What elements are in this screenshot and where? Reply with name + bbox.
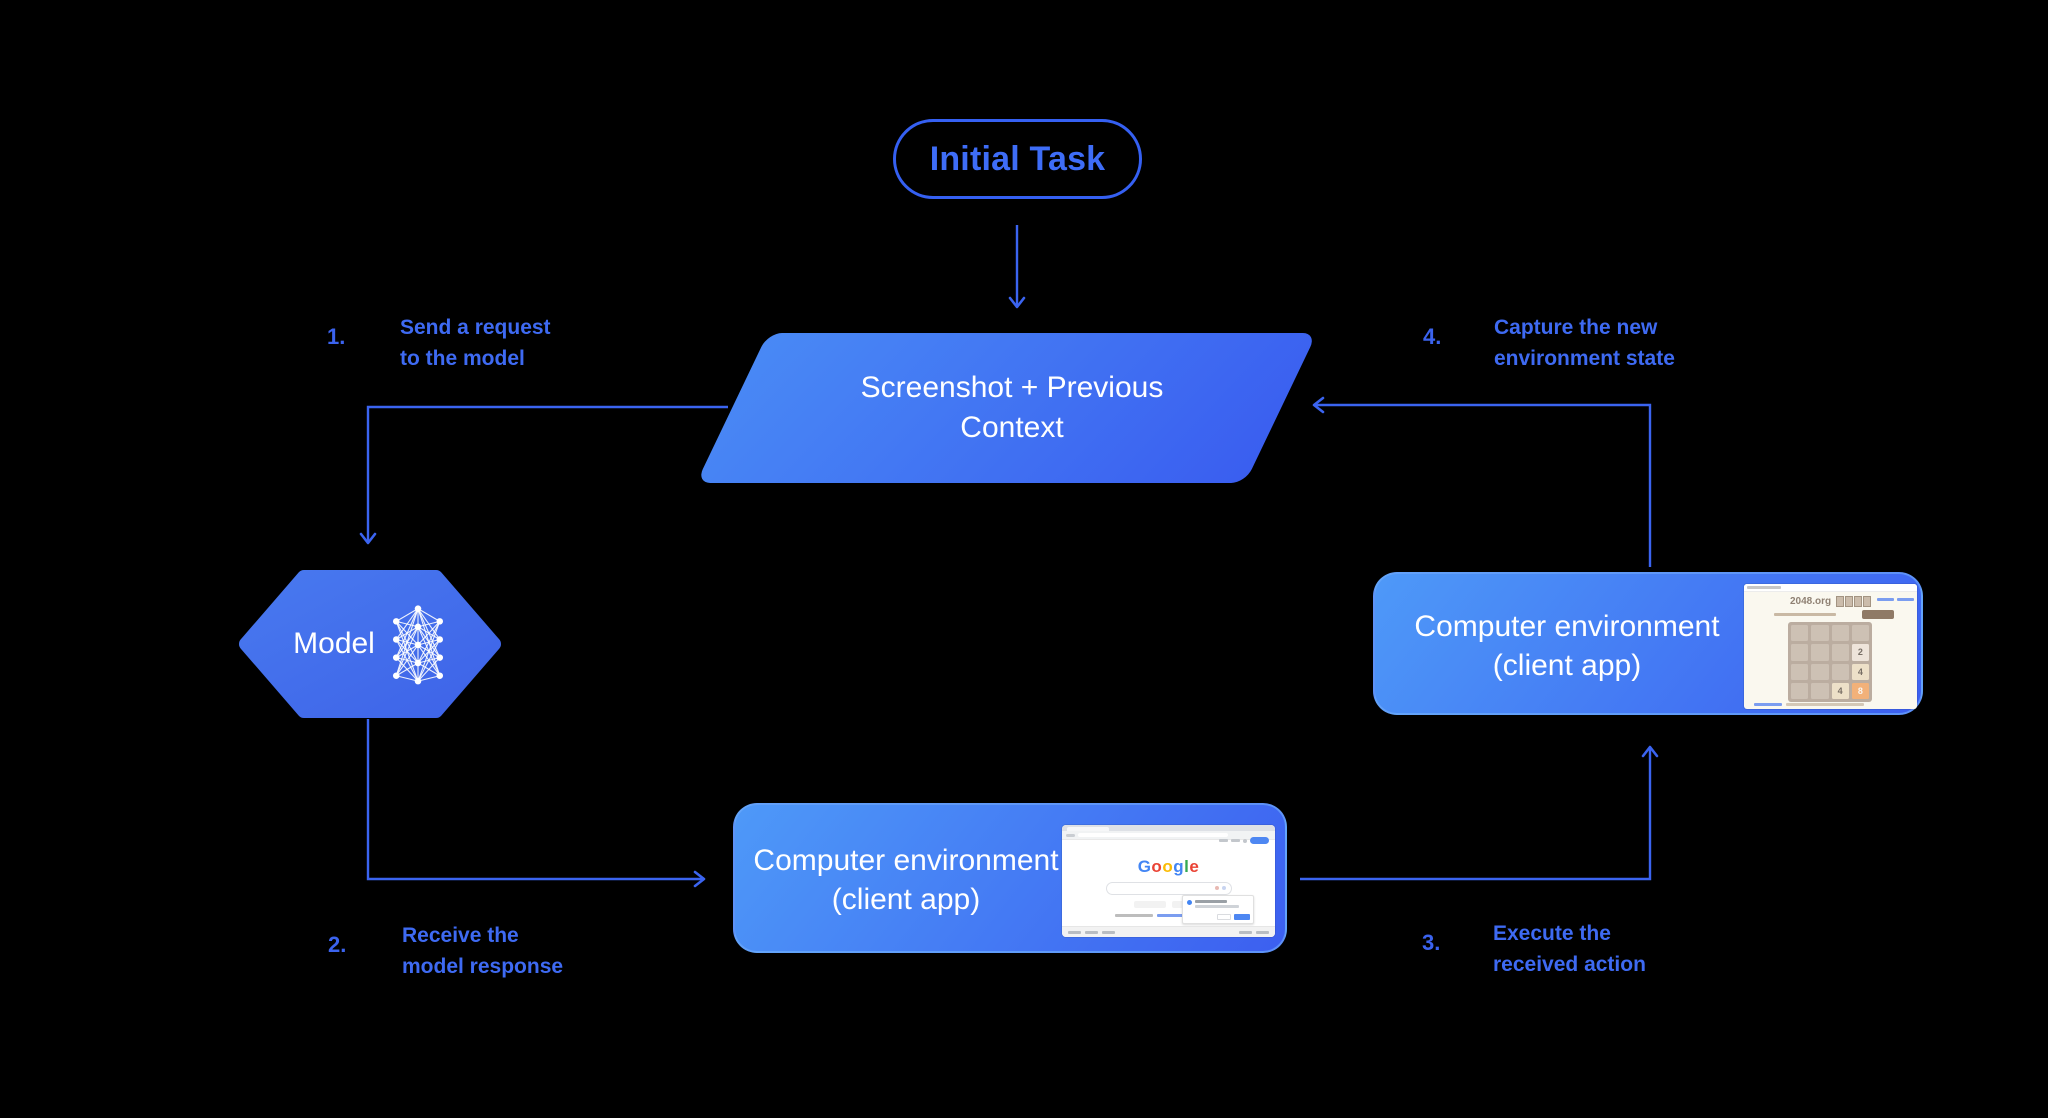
browser-chrome (1744, 584, 1917, 592)
game-tile: 4 (1851, 663, 1869, 680)
arrow-env2-to-context (1312, 396, 1652, 567)
neural-network-icon (392, 605, 443, 685)
google-logo-letter: G (1137, 857, 1152, 876)
game-empty-cell (1811, 644, 1829, 661)
score-boxes (1836, 596, 1871, 607)
dialog-primary-button (1234, 914, 1250, 920)
google-screenshot-thumbnail: Google (1062, 825, 1275, 937)
arrow-model-to-env (366, 719, 706, 888)
step-4-number: 4. (1423, 324, 1442, 349)
game-empty-cell (1831, 663, 1849, 680)
env-bottom-node: Computer environment (client app) Google (733, 803, 1287, 953)
model-node: Model (238, 570, 502, 718)
step-1-number: 1. (327, 324, 346, 349)
google-signin-dialog (1182, 895, 1254, 924)
game-tile: 8 (1851, 682, 1869, 699)
new-game-button (1862, 610, 1894, 619)
google-logo-letter: e (1189, 857, 1200, 876)
context-label-line1: Screenshot + Previous (860, 371, 1164, 404)
game-howto-line (1754, 703, 1864, 706)
game-empty-cell (1791, 644, 1809, 661)
env-bottom-line1: Computer environment (753, 844, 1059, 877)
step-3-number: 3. (1422, 930, 1441, 955)
env-right-label: Computer environment (client app) (1381, 574, 1753, 717)
game-subtitle (1774, 613, 1836, 616)
env-right-node: Computer environment (client app) 2048.o… (1373, 572, 1923, 715)
step-1-label: Send a request to the model (400, 316, 551, 370)
google-footer (1062, 926, 1275, 937)
model-label: Model (293, 627, 375, 660)
game-empty-cell (1831, 625, 1849, 642)
game-empty-cell (1791, 663, 1809, 680)
game-tile: 4 (1831, 682, 1849, 699)
env-bottom-line2: (client app) (831, 883, 981, 916)
game-empty-cell (1851, 625, 1869, 642)
initial-task-node: Initial Task (893, 119, 1142, 199)
step-2-number: 2. (328, 932, 347, 957)
env-right-line1: Computer environment (1414, 609, 1720, 643)
browser-toolbar (1062, 831, 1275, 840)
google-header-links (1219, 837, 1269, 844)
google-logo-letter: o (1151, 857, 1163, 876)
env-right-line2: (client app) (1492, 648, 1642, 682)
arrow-context-to-model (359, 405, 728, 545)
game-empty-cell (1791, 625, 1809, 642)
game-empty-cell (1811, 663, 1829, 680)
step-4-label: Capture the new environment state (1494, 316, 1675, 370)
google-logo-letter: g (1173, 857, 1185, 876)
google-logo-letter: o (1162, 857, 1174, 876)
google-logo: Google (1062, 857, 1275, 877)
game-empty-cell (1811, 682, 1829, 699)
initial-task-label: Initial Task (929, 139, 1106, 178)
browser-tab-bar (1062, 825, 1275, 831)
env-bottom-label: Computer environment (client app) (741, 805, 1071, 955)
step-3-label: Execute the received action (1493, 922, 1646, 976)
game-title: 2048.org (1790, 596, 1832, 607)
game-header-links (1877, 598, 1914, 601)
game-tile: 2 (1851, 644, 1869, 661)
context-node-label: Screenshot + Previous Context (762, 333, 1262, 483)
context-label-line2: Context (960, 411, 1064, 444)
google-search-box (1105, 882, 1232, 895)
arrow-env-to-env2 (1300, 745, 1659, 881)
dialog-secondary-button (1217, 914, 1231, 920)
game-empty-cell (1791, 682, 1809, 699)
sign-in-button (1250, 837, 1269, 844)
google-logo-letter: l (1184, 857, 1190, 876)
game-empty-cell (1811, 625, 1829, 642)
step-2-label: Receive the model response (402, 924, 564, 978)
google-g-icon (1187, 900, 1192, 905)
url-bar (1078, 833, 1228, 837)
game-empty-cell (1831, 644, 1849, 661)
